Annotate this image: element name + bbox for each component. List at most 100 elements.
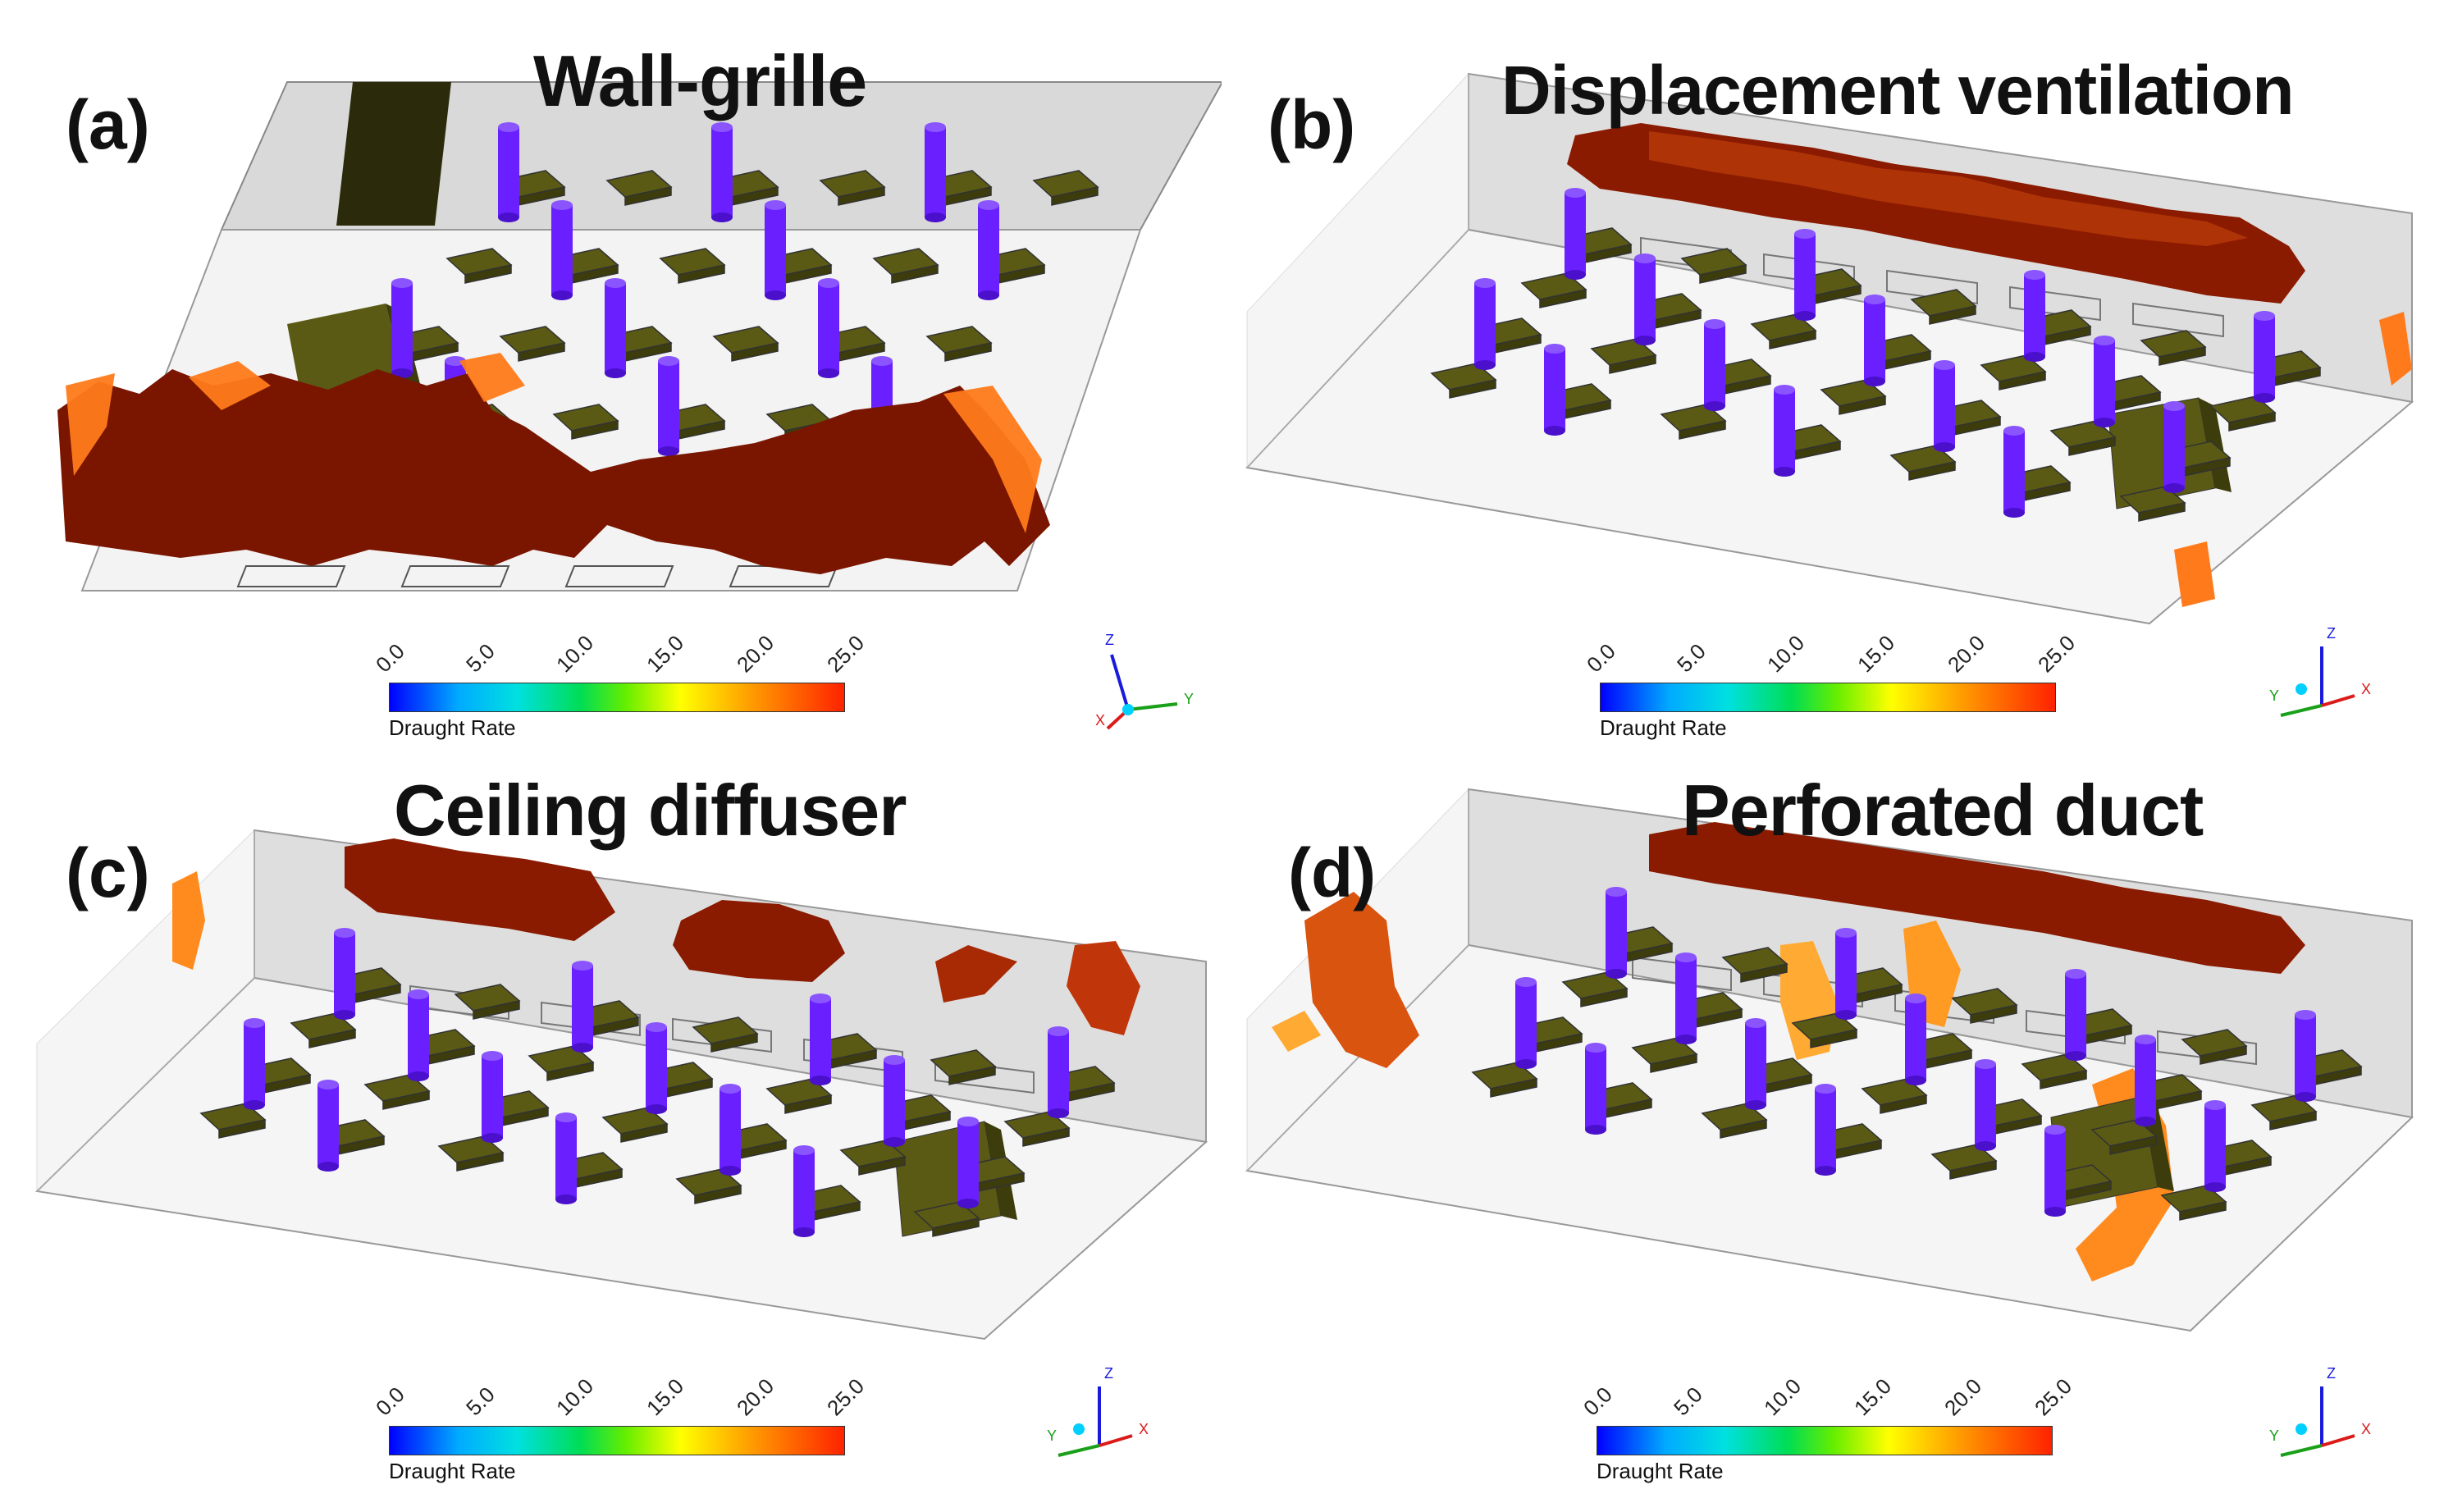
- column-top: [1794, 229, 1816, 239]
- desk-side: [2269, 1111, 2317, 1131]
- tick-label: 15.0: [1849, 1373, 1897, 1421]
- axis-triad-icon: [2280, 646, 2355, 717]
- column: [1835, 933, 1857, 1015]
- desk-side: [932, 1217, 980, 1237]
- tick-label: 5.0: [461, 638, 500, 678]
- column-base: [2094, 418, 2115, 427]
- desk-side: [218, 1119, 266, 1139]
- column-top: [1975, 1059, 1996, 1069]
- desk-side: [2179, 1201, 2227, 1221]
- column-top: [1675, 952, 1697, 962]
- column: [1544, 349, 1565, 431]
- colorbar-gradient: [1597, 1426, 2053, 1455]
- column: [2204, 1105, 2226, 1187]
- column: [957, 1121, 979, 1204]
- room-scene-a: [57, 81, 1222, 592]
- desk-side: [571, 420, 619, 440]
- column-top: [555, 1112, 577, 1122]
- colorbar-ticks: 0.0 5.0 10.0 15.0 20.0 25.0: [1582, 628, 2080, 678]
- desk-side: [838, 186, 885, 206]
- column-base: [1934, 442, 1955, 452]
- desk-side: [1970, 1004, 2017, 1024]
- panel-letter: (b): [1268, 86, 1356, 163]
- axis-x-label: X: [1095, 712, 1106, 729]
- desk-side: [620, 1123, 668, 1143]
- column: [391, 283, 413, 373]
- column-top: [498, 122, 519, 132]
- axis-y-label: Y: [2269, 1427, 2280, 1444]
- tick-label: 15.0: [642, 630, 689, 678]
- column-top: [2295, 1010, 2316, 1020]
- column-base: [498, 212, 519, 222]
- panel-a: (a) Wall-grille 0.0 5.0 10.0 15.0 20.0 2…: [0, 0, 1222, 756]
- column: [1585, 1048, 1606, 1130]
- column-top: [2044, 1125, 2066, 1135]
- axis-triad-a: Z Y X: [1087, 632, 1202, 730]
- column: [646, 1027, 667, 1109]
- axis-triad-icon: [1058, 1386, 1133, 1457]
- column-top: [391, 278, 413, 288]
- desk-side: [858, 1156, 906, 1176]
- tick-label: 10.0: [551, 1373, 599, 1421]
- column-top: [1515, 977, 1537, 987]
- column-base: [605, 368, 626, 378]
- column: [719, 1089, 741, 1171]
- axis-triad-c: Z Y X: [1042, 1364, 1157, 1462]
- column: [334, 933, 355, 1015]
- desk-side: [308, 1029, 356, 1048]
- column-top: [765, 200, 786, 210]
- tick-label: 10.0: [1759, 1373, 1807, 1421]
- column: [925, 127, 946, 217]
- column-top: [719, 1084, 741, 1094]
- column-base: [1474, 360, 1496, 370]
- desk-side: [710, 1033, 758, 1053]
- tick-label: 5.0: [1672, 638, 1711, 678]
- desk-side: [678, 264, 725, 284]
- column: [2295, 1015, 2316, 1097]
- column-base: [818, 368, 839, 378]
- column-top: [2094, 336, 2115, 345]
- desk-side: [1679, 420, 1726, 440]
- column: [551, 205, 573, 295]
- colorbar-ticks: 0.0 5.0 10.0 15.0 20.0 25.0: [371, 628, 869, 678]
- columns-c: [244, 928, 1069, 1237]
- column-base: [244, 1100, 265, 1110]
- colorbar-c: 0.0 5.0 10.0 15.0 20.0 25.0 Draught Rate: [371, 1372, 869, 1483]
- columns-d: [1515, 887, 2316, 1217]
- desk-side: [464, 264, 512, 284]
- column-base: [1048, 1108, 1069, 1118]
- column-base: [1815, 1166, 1836, 1176]
- column: [810, 998, 831, 1080]
- column: [1565, 193, 1586, 275]
- column-base: [1675, 1035, 1697, 1044]
- column-base: [925, 212, 946, 222]
- desk-side: [2228, 412, 2276, 432]
- colorbar-a: 0.0 5.0 10.0 15.0 20.0 25.0 Draught Rate: [371, 628, 869, 740]
- isosurface-d: [1649, 822, 2305, 974]
- panel-letter: (a): [66, 86, 150, 163]
- desk-side: [1449, 379, 1496, 399]
- panel-title: Perforated duct: [1682, 770, 2204, 851]
- column: [1704, 324, 1725, 406]
- tick-label: 5.0: [461, 1382, 500, 1421]
- desk-side: [1810, 1029, 1857, 1048]
- column-top: [244, 1018, 265, 1028]
- column-base: [2135, 1117, 2156, 1126]
- colorbar-gradient: [1600, 683, 2056, 712]
- desk-side: [1580, 988, 1628, 1007]
- column-base: [2024, 352, 2045, 362]
- column: [2065, 974, 2086, 1056]
- column-base: [1634, 336, 1656, 345]
- column-base: [551, 290, 573, 300]
- colorbar-b: 0.0 5.0 10.0 15.0 20.0 25.0 Draught Rate: [1582, 628, 2080, 740]
- desk-side: [1699, 264, 1747, 284]
- column: [1934, 365, 1955, 447]
- column-base: [1835, 1010, 1857, 1020]
- column: [1864, 299, 1885, 381]
- column-top: [658, 356, 679, 366]
- column: [765, 205, 786, 295]
- axis-x-label: X: [2361, 681, 2372, 697]
- column-top: [551, 200, 573, 210]
- tick-label: 5.0: [1669, 1382, 1707, 1421]
- axis-z-label: Z: [1105, 632, 1114, 648]
